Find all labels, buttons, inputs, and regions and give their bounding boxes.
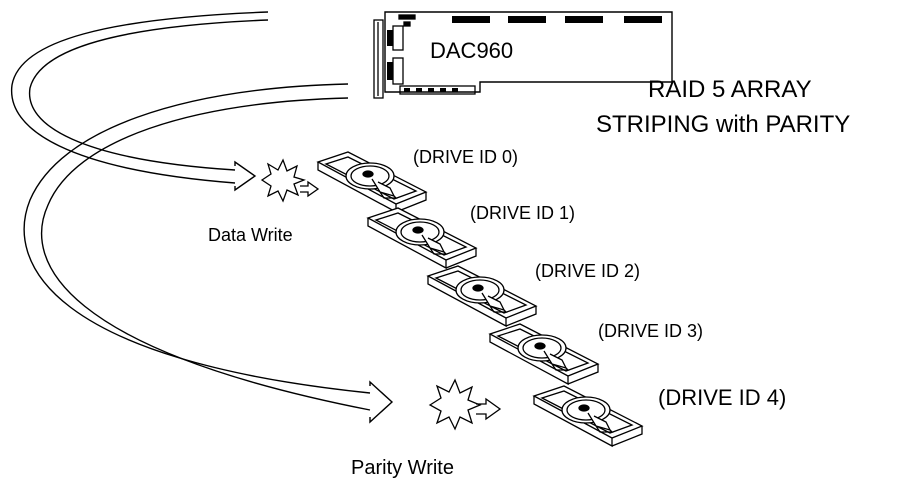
hard-drive-icon [488, 323, 600, 386]
data-write-flow-arrow [10, 11, 269, 192]
controller-label: DAC960 [430, 38, 514, 63]
drive-2-label: (DRIVE ID 2) [535, 261, 641, 281]
parity-write-label: Parity Write [351, 457, 454, 479]
title-line-1: RAID 5 ARRAY [648, 76, 812, 103]
drive-1-label: (DRIVE ID 1) [470, 203, 576, 223]
raid-controller-card-icon [373, 11, 673, 99]
data-burst-icon [260, 158, 320, 203]
parity-write-flow-arrow [23, 83, 394, 424]
drive-3-label: (DRIVE ID 3) [598, 321, 704, 341]
hard-drive-icon [532, 385, 644, 448]
drive-stack [316, 151, 644, 448]
parity-burst-icon [428, 378, 502, 431]
data-write-label: Data Write [208, 225, 293, 245]
hard-drive-icon [426, 265, 538, 328]
drive-4-label: (DRIVE ID 4) [658, 385, 787, 410]
drive-0-label: (DRIVE ID 0) [413, 147, 519, 167]
hard-drive-icon [316, 151, 428, 214]
hard-drive-icon [366, 207, 478, 270]
title-line-2: STRIPING with PARITY [596, 111, 851, 138]
